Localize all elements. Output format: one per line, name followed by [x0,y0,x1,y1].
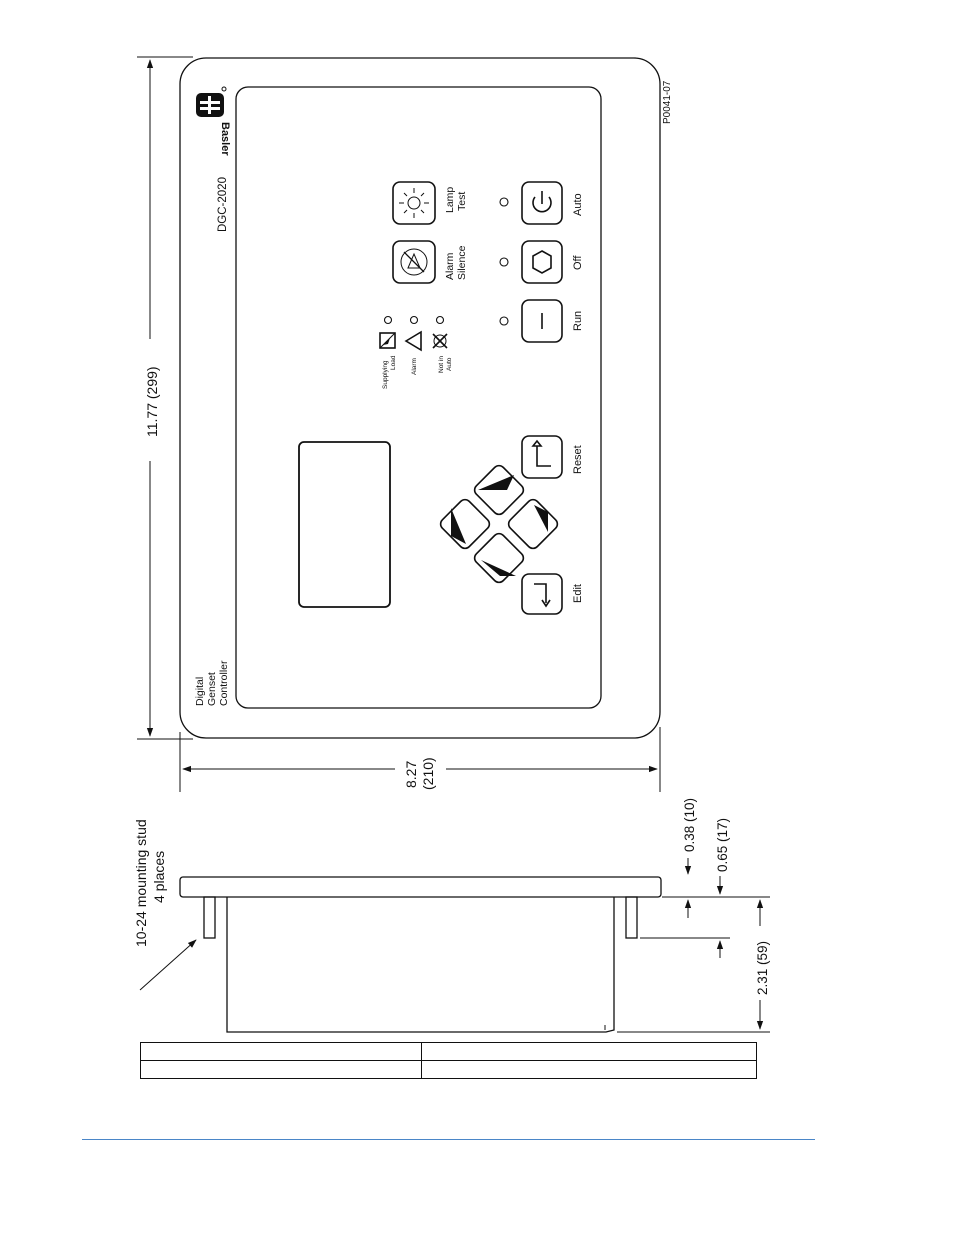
scroll-down-button[interactable] [472,531,526,585]
off-label: Off [572,255,584,270]
horn-icon [400,248,428,276]
alarm-silence-label-2: Silence [456,245,468,280]
lamp-test-label-2: Test [456,192,468,211]
alarm-silence-label-1: Alarm [444,252,456,280]
product-title-line-1: Digital [194,677,206,706]
supplying-load-icon [379,332,396,349]
table-cell [421,1060,757,1079]
overlay-outline [235,86,602,709]
not-in-auto-icon [433,334,447,348]
side-dimensions: 0.38 (10) 0.65 (17) 2.31 (59) [617,798,770,1033]
table-cell [421,1042,757,1061]
nav-pad [438,463,560,585]
auto-icon [532,196,552,213]
not-in-auto-led [435,315,445,325]
alarm-led [409,315,419,325]
reset-label: Reset [572,445,584,474]
reset-button[interactable] [521,435,563,479]
stud-offset-label: 0.65 (17) [715,818,730,872]
mounting-stud-right [625,896,638,939]
indicator-supplying-load: Supplying Load [379,315,397,389]
product-title-line-3: Controller [218,660,230,706]
lcd-display [298,441,391,608]
width-dimension-mm: (210) [420,757,436,790]
not-in-auto-label-2: Auto [446,357,453,371]
off-button[interactable] [521,240,563,284]
basler-logo: Basler [196,86,231,156]
face-thickness-label: 0.38 (10) [682,798,697,852]
indicator-alarm: Alarm [404,315,422,375]
height-dimension-label: 11.77 (299) [144,366,160,437]
edit-button[interactable] [521,573,563,615]
auto-button[interactable] [521,181,563,225]
table-cell [139,1060,423,1079]
footer-rule [82,1139,815,1140]
front-panel-outline [179,57,661,739]
reset-arrow-icon [531,439,551,467]
off-icon [532,250,552,274]
left-arrow-icon [451,508,466,544]
drawing-number: P0041-07 [662,80,673,124]
lamp-test-button[interactable] [392,181,436,225]
depth-dimension-label: 2.31 (59) [755,941,770,995]
scroll-left-button[interactable] [438,497,492,551]
alarm-silence-button[interactable] [392,240,436,284]
lamp-test-label-1: Lamp [444,187,456,213]
auto-led [499,197,509,207]
width-dimension: 8.27 (210) [179,727,661,792]
side-face-plate [179,876,662,898]
alarm-indicator-label: Alarm [411,358,418,375]
brand-name: Basler [219,122,231,156]
run-button[interactable] [521,299,563,343]
run-label: Run [572,311,584,331]
supplying-load-led [383,315,393,325]
edit-arrow-icon [534,583,551,608]
up-arrow-icon [478,475,514,490]
mounting-stud-label-2: 4 places [151,851,167,903]
scroll-right-button[interactable] [506,497,560,551]
side-view [179,876,662,1033]
alarm-triangle-icon [404,330,422,352]
front-view: Basler DGC-2020 Digital Genset Controlle… [179,57,673,739]
product-title-line-2: Genset [206,672,218,706]
right-arrow-icon [534,505,548,532]
width-dimension-inches: 8.27 [403,761,419,788]
lamp-icon [407,196,421,210]
mounting-stud-left [203,896,216,939]
auto-label: Auto [572,193,584,216]
not-in-auto-label-1: Not in [438,356,445,373]
model-label: DGC-2020 [217,177,229,232]
scroll-up-button[interactable] [472,463,526,517]
edit-label: Edit [572,584,584,603]
indicator-not-in-auto: Not in Auto [432,315,453,373]
supplying-load-label-1: Supplying [382,360,389,389]
table-row [139,1042,757,1061]
mounting-stud-callout: 10-24 mounting stud 4 places [133,819,197,991]
down-arrow-icon [481,560,516,576]
run-led [499,316,509,326]
mounting-stud-label-1: 10-24 mounting stud [133,819,149,947]
table-cell [139,1042,423,1061]
table-row [139,1060,757,1079]
height-dimension: 11.77 (299) [137,56,193,740]
side-housing [226,897,615,1033]
supplying-load-label-2: Load [390,355,397,370]
caption-table [139,1042,757,1079]
off-led [499,257,509,267]
